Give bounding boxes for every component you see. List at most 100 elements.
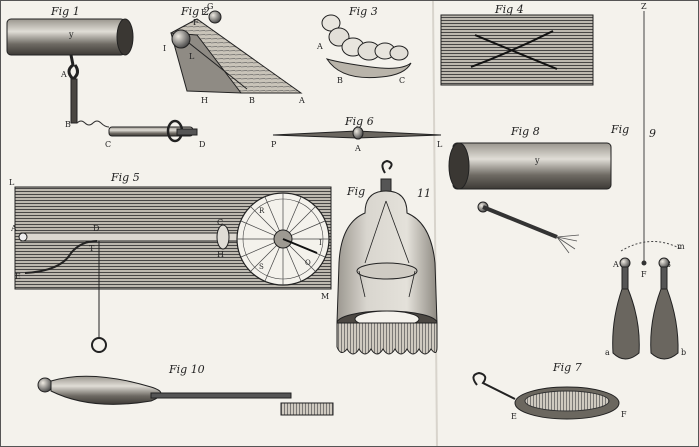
fig1-letter-c: C xyxy=(105,140,111,149)
fig5-letter-t: T xyxy=(89,244,95,253)
fig11-number: 11 xyxy=(417,187,431,200)
figure-9: Fig 9 Z A F B m a b xyxy=(605,2,686,360)
fig11-string-right xyxy=(385,200,410,264)
fig2-letter-f: F xyxy=(193,18,199,27)
fig3-label: Fig 3 xyxy=(348,5,378,18)
fig5-letter-c: C xyxy=(217,218,223,227)
fig1-tube-end xyxy=(116,18,134,56)
fig8-letter-y: y xyxy=(534,156,540,165)
fig5-clamp xyxy=(216,224,230,250)
fig10-label: Fig 10 xyxy=(168,363,205,376)
fig10-handle xyxy=(50,375,162,405)
fig3-letter-c: C xyxy=(399,76,405,85)
fig5-spring xyxy=(24,240,98,274)
figure-5: Fig 5 L M A D E T C H xyxy=(9,171,332,353)
fig8-label: Fig 8 xyxy=(510,125,540,138)
fig9-letter-z: Z xyxy=(641,2,647,11)
fig5-letter-h: H xyxy=(217,250,224,259)
fig11-hook xyxy=(381,159,393,174)
fig6-letter-a: A xyxy=(354,144,361,153)
figure-11: Fig 11 xyxy=(336,159,438,355)
fig1-label: Fig 1 xyxy=(50,5,80,18)
fig8-arm xyxy=(482,205,558,239)
fig1-hook xyxy=(67,54,80,81)
fig7-letter-e: E xyxy=(511,412,517,421)
fig8-tube-end xyxy=(448,142,470,190)
fig5-weight-ring xyxy=(91,337,107,353)
fig11-stand xyxy=(336,322,438,355)
fig2-letter-e: E xyxy=(201,8,207,17)
figure-6: Fig 6 P A L xyxy=(271,115,443,153)
fig2-letter-h: H xyxy=(201,96,208,105)
fig9-letter-b-lower: b xyxy=(681,348,686,357)
fig3-silkworm xyxy=(321,14,409,61)
fig2-letter-a: A xyxy=(298,96,305,105)
fig9-arc xyxy=(620,240,682,252)
fig9-letter-a: A xyxy=(612,260,619,269)
fig1-wire xyxy=(76,120,110,128)
fig5-dial-letter-i: I xyxy=(319,239,322,247)
fig1-tube xyxy=(6,18,126,56)
fig10-knob xyxy=(37,377,53,393)
fig2-letter-g: G xyxy=(207,2,213,11)
figure-7: Fig 7 E F xyxy=(472,361,627,421)
fig2-ball-small xyxy=(208,10,222,24)
fig4-panel xyxy=(440,14,594,86)
fig10-blade xyxy=(280,402,334,416)
fig5-dial-letter-o: O xyxy=(305,259,311,267)
fig7-handle xyxy=(472,371,516,400)
fig6-pivot-cap xyxy=(352,126,364,140)
fig5-dial xyxy=(236,192,330,286)
fig11-glass-bell xyxy=(336,190,438,324)
fig5-dial-letter-s: S xyxy=(259,263,264,271)
fig2-ball-large xyxy=(171,29,191,49)
fig11-pan xyxy=(356,262,418,280)
fig9-pendulum-bob xyxy=(641,260,647,266)
fig2-letter-b: B xyxy=(249,96,255,105)
fig9-letter-a-lower: a xyxy=(605,348,610,357)
fig5-letter-a: A xyxy=(10,224,17,233)
fig10-shaft xyxy=(150,392,292,399)
fig4-crossed-threads xyxy=(470,30,558,70)
fig3-letter-b: B xyxy=(337,76,343,85)
fig1-letter-d: D xyxy=(199,140,205,149)
fig2-letter-i: I xyxy=(163,44,166,53)
fig1-letter-b: B xyxy=(65,120,71,129)
fold-line xyxy=(432,1,438,446)
fig7-label: Fig 7 xyxy=(552,361,582,374)
fig5-letter-d: D xyxy=(93,224,99,233)
fig11-string-left xyxy=(364,200,387,264)
fig1-bar-end xyxy=(176,128,198,136)
fig9-label: Fig xyxy=(610,123,629,136)
fig4-label: Fig 4 xyxy=(494,3,524,16)
fig1-rod xyxy=(70,78,78,124)
fig6-label: Fig 6 xyxy=(344,115,374,128)
fig5-letter-l: L xyxy=(9,178,15,187)
fig7-dish-inside xyxy=(524,390,610,412)
fig5-lever-arm xyxy=(20,232,272,242)
figure-3: Fig 3 A B C xyxy=(316,5,412,85)
fig8-brush xyxy=(556,234,580,254)
fig6-letter-l: L xyxy=(437,140,443,149)
fig6-letter-p: P xyxy=(271,140,277,149)
fig5-pivot xyxy=(18,232,28,242)
fig3-letter-a: A xyxy=(316,42,323,51)
figure-10: Fig 10 xyxy=(37,363,334,416)
fig5-letter-e: E xyxy=(15,272,21,281)
fig9-bottle-b xyxy=(650,257,679,360)
fig8-tube xyxy=(452,142,612,190)
fig7-letter-f: F xyxy=(621,410,627,419)
figure-1: Fig 1 y A B C D xyxy=(6,5,205,149)
fig1-letter-y: y xyxy=(68,30,74,39)
fig5-label: Fig 5 xyxy=(110,171,140,184)
fig5-dial-letter-r: R xyxy=(259,207,265,215)
fig2-groove xyxy=(188,42,248,90)
fig3-dish xyxy=(325,58,412,79)
fig9-letter-f: F xyxy=(641,270,647,279)
fig9-letter-m: m xyxy=(677,242,685,251)
fig2-letter-l: L xyxy=(189,52,195,61)
figure-2: Fig 2 E F G I L H B A xyxy=(163,2,305,105)
fig1-letter-a: A xyxy=(60,70,67,79)
